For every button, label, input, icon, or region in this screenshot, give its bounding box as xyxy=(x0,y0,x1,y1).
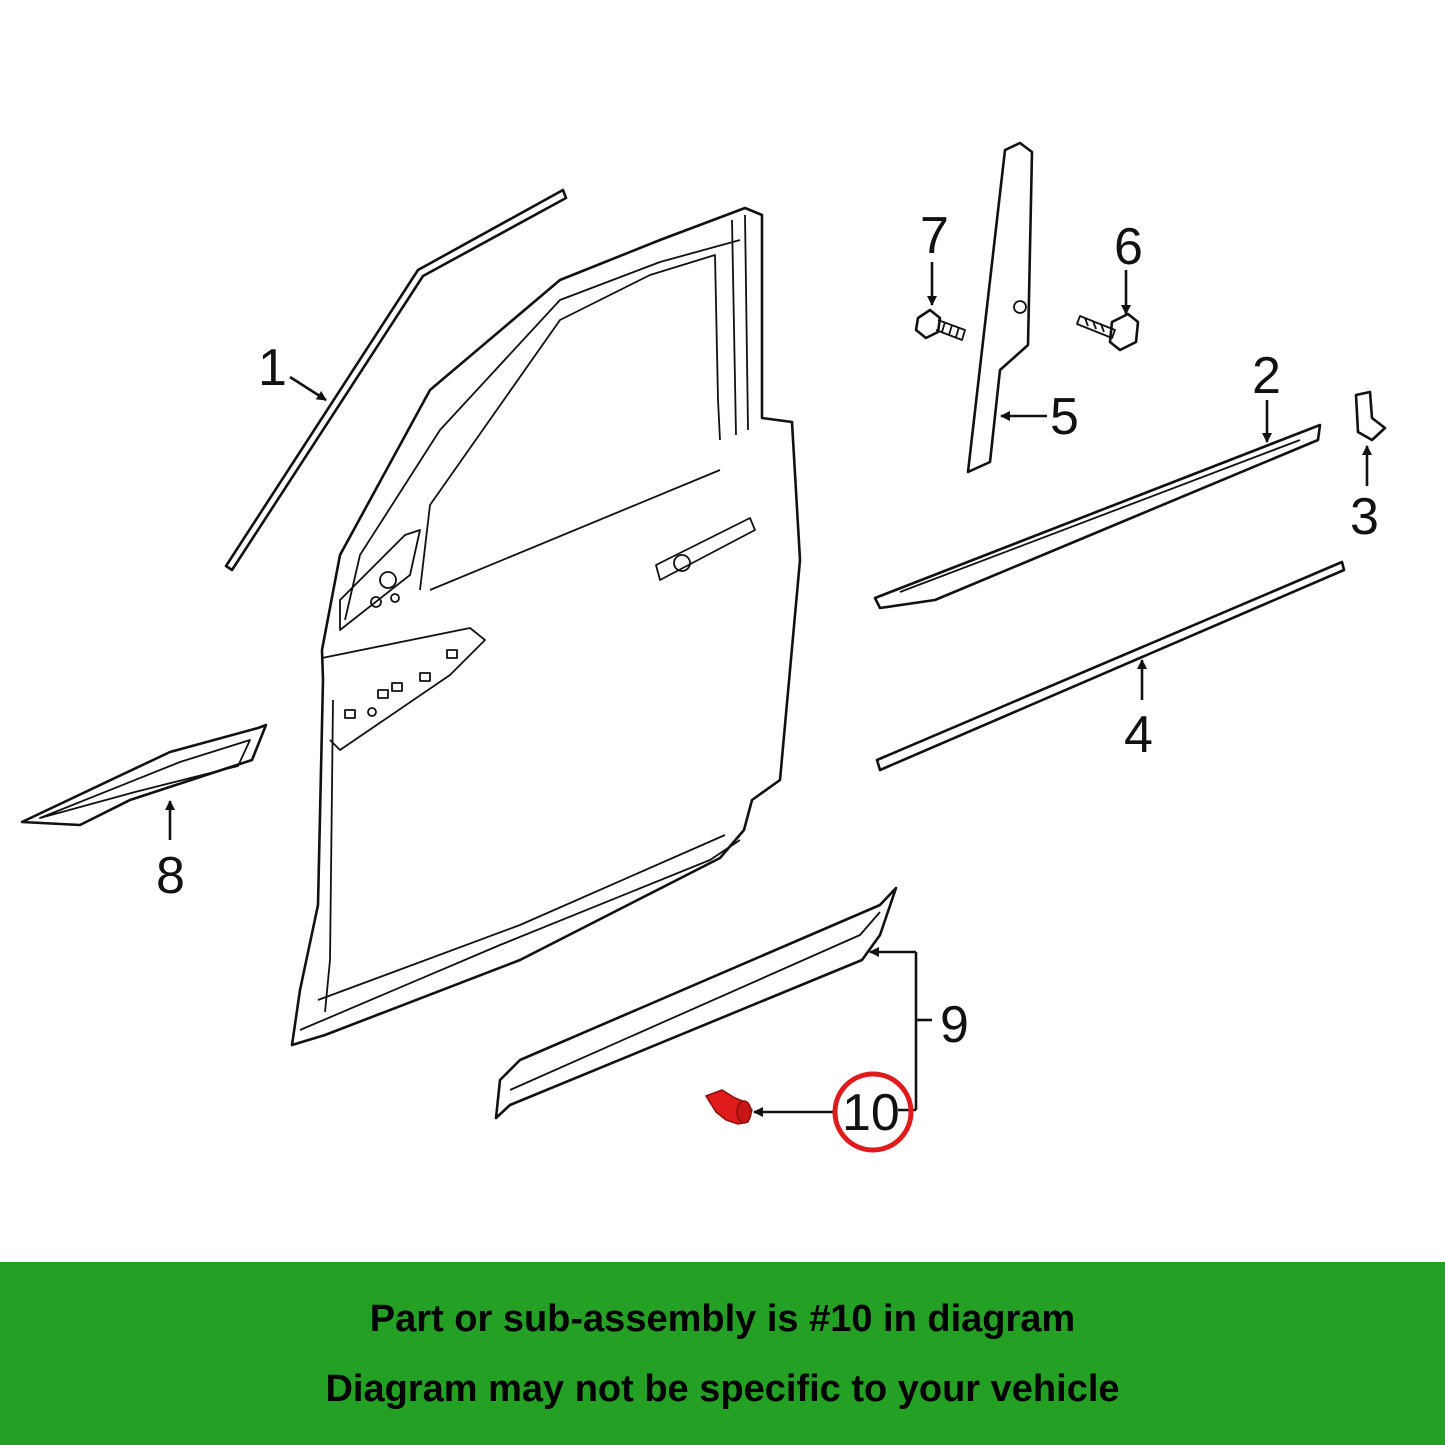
callout-7: 7 xyxy=(920,207,949,265)
banner-part-notice: Part or sub-assembly is #10 in diagram xyxy=(369,1297,1076,1340)
info-banner: Part or sub-assembly is #10 in diagram D… xyxy=(0,1262,1445,1445)
callout-5: 5 xyxy=(1050,388,1079,446)
part-4-molding xyxy=(875,560,1346,772)
part-9-door-molding xyxy=(494,886,898,1120)
callout-3: 3 xyxy=(1350,488,1379,546)
part-6-bolt xyxy=(1076,312,1140,352)
callout-10: 10 xyxy=(842,1084,900,1142)
part-3-bracket xyxy=(1354,390,1387,442)
part-7-screw xyxy=(914,308,966,341)
part-10-clip xyxy=(704,1089,753,1125)
part-5-applique xyxy=(966,141,1034,474)
callout-9: 9 xyxy=(940,996,969,1054)
part-1-molding xyxy=(224,188,568,572)
callout-10-highlight-ring xyxy=(832,1071,914,1153)
part-2-belt-molding xyxy=(873,423,1322,610)
callout-8: 8 xyxy=(156,847,185,905)
part-8-garnish xyxy=(20,723,268,827)
parts-diagram: 1 2 3 4 5 6 7 8 9 10 xyxy=(20,141,1387,1153)
banner-disclaimer: Diagram may not be specific to your vehi… xyxy=(325,1367,1120,1410)
callout-4: 4 xyxy=(1124,706,1153,764)
callout-2: 2 xyxy=(1252,347,1281,405)
leader-lines xyxy=(165,262,1372,1117)
door-shell xyxy=(290,206,802,1047)
callout-1: 1 xyxy=(258,339,287,397)
callout-6: 6 xyxy=(1114,218,1143,276)
